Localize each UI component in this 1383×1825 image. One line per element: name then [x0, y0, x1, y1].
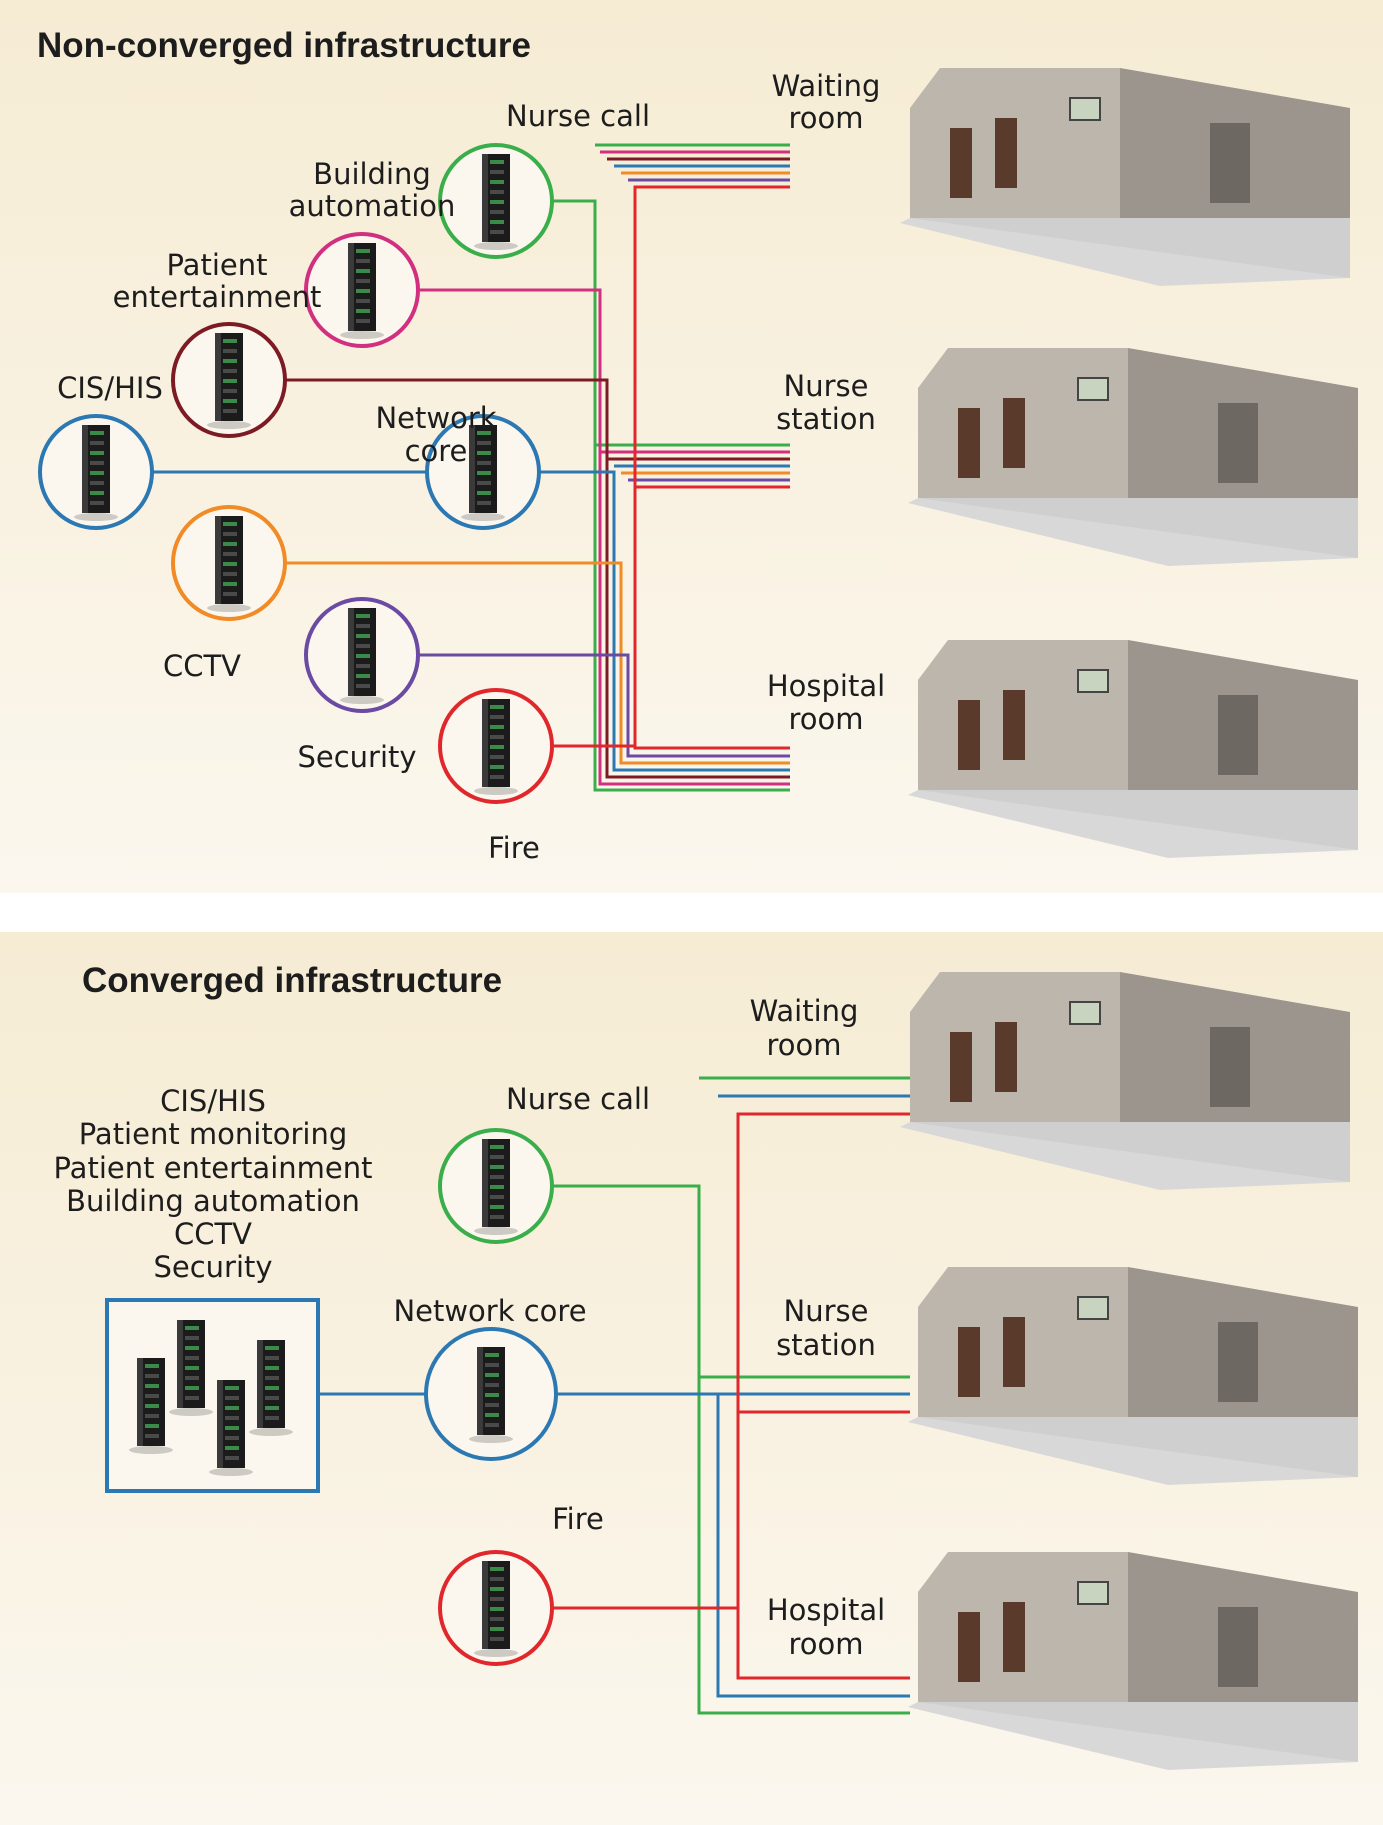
network-core-label-1: Network — [375, 401, 496, 435]
converged-item-1: CIS/HIS — [160, 1084, 266, 1118]
hospital-room: Hospital room — [767, 639, 1359, 859]
building-automation-links — [418, 150, 790, 786]
security-links — [418, 178, 790, 758]
waiting-room: Waiting room — [772, 67, 1351, 287]
room-illustration — [899, 67, 1351, 287]
security-label: Security — [297, 740, 416, 774]
waiting-room-label-1: Waiting — [750, 994, 859, 1028]
room-illustration — [907, 639, 1359, 859]
nurse-station-room: Nurse station — [776, 1266, 1359, 1486]
converged-item-4: Building automation — [66, 1184, 360, 1218]
waiting-room-label-2: room — [788, 101, 863, 135]
converged-item-5: CCTV — [174, 1217, 252, 1251]
network-core-links — [150, 164, 790, 772]
building-automation-node: Building automation — [289, 157, 456, 348]
cctv-label: CCTV — [163, 649, 241, 683]
fire-node: Fire — [438, 688, 554, 865]
building-automation-label-1: Building — [313, 157, 431, 191]
room-illustration — [899, 971, 1351, 1191]
nurse-station-label-1: Nurse — [784, 369, 869, 403]
waiting-room: Waiting room — [750, 971, 1351, 1191]
cctv-links — [285, 171, 790, 765]
non-converged-panel: Non-converged infrastructure — [0, 0, 1383, 893]
patient-entertainment-links — [285, 157, 790, 779]
room-illustration — [907, 1266, 1359, 1486]
fire-node: Fire — [438, 1502, 604, 1666]
nurse-station-label-1: Nurse — [784, 1294, 869, 1328]
nurse-call-node: Nurse call — [438, 1082, 650, 1244]
hospital-room-label-2: room — [788, 702, 863, 736]
network-core-node: Network core — [375, 401, 541, 530]
network-links — [318, 1094, 910, 1698]
fire-label: Fire — [552, 1502, 604, 1536]
nurse-station-label-2: station — [776, 1328, 876, 1362]
network-core-label-2: core — [405, 434, 468, 468]
nurse-call-links — [552, 143, 790, 792]
diagram-title: Non-converged infrastructure — [37, 26, 531, 65]
network-core-node: Network core — [393, 1294, 587, 1461]
hospital-room-label-1: Hospital — [767, 1593, 885, 1627]
non-converged-diagram: Non-converged infrastructure — [37, 26, 1359, 865]
diagram-title: Converged infrastructure — [82, 961, 502, 1000]
security-node: Security — [297, 597, 420, 774]
converged-item-2: Patient monitoring — [79, 1117, 348, 1151]
converged-diagram: Converged infrastructure CIS/HIS Patient… — [54, 961, 1359, 1771]
nurse-call-label: Nurse call — [506, 1082, 650, 1116]
nurse-call-label: Nurse call — [506, 99, 650, 133]
fire-links — [552, 1112, 910, 1680]
cis-his-node: CIS/HIS — [38, 371, 163, 530]
nurse-station-room: Nurse station — [776, 347, 1359, 567]
patient-entertainment-label-2: entertainment — [113, 280, 322, 314]
fire-links — [552, 185, 790, 750]
converged-item-3: Patient entertainment — [54, 1151, 373, 1185]
cctv-node: CCTV — [163, 505, 287, 683]
room-illustration — [907, 1551, 1359, 1771]
patient-entertainment-node: Patient entertainment — [113, 248, 322, 438]
hospital-room: Hospital room — [767, 1551, 1359, 1771]
building-automation-label-2: automation — [289, 189, 456, 223]
waiting-room-label-1: Waiting — [772, 69, 881, 103]
converged-services-list: CIS/HIS Patient monitoring Patient enter… — [54, 1084, 373, 1284]
nurse-call-node: Nurse call — [438, 99, 650, 259]
converged-server-cluster — [105, 1298, 320, 1493]
nurse-call-links — [552, 1076, 910, 1715]
patient-entertainment-label-1: Patient — [167, 248, 268, 282]
room-illustration — [907, 347, 1359, 567]
nurse-station-label-2: station — [776, 402, 876, 436]
converged-panel: Converged infrastructure CIS/HIS Patient… — [0, 932, 1383, 1825]
waiting-room-label-2: room — [766, 1028, 841, 1062]
network-core-label: Network core — [393, 1294, 586, 1328]
converged-item-6: Security — [153, 1250, 272, 1284]
fire-label: Fire — [488, 831, 540, 865]
hospital-room-label-2: room — [788, 1627, 863, 1661]
cis-his-label: CIS/HIS — [57, 371, 163, 405]
hospital-room-label-1: Hospital — [767, 669, 885, 703]
